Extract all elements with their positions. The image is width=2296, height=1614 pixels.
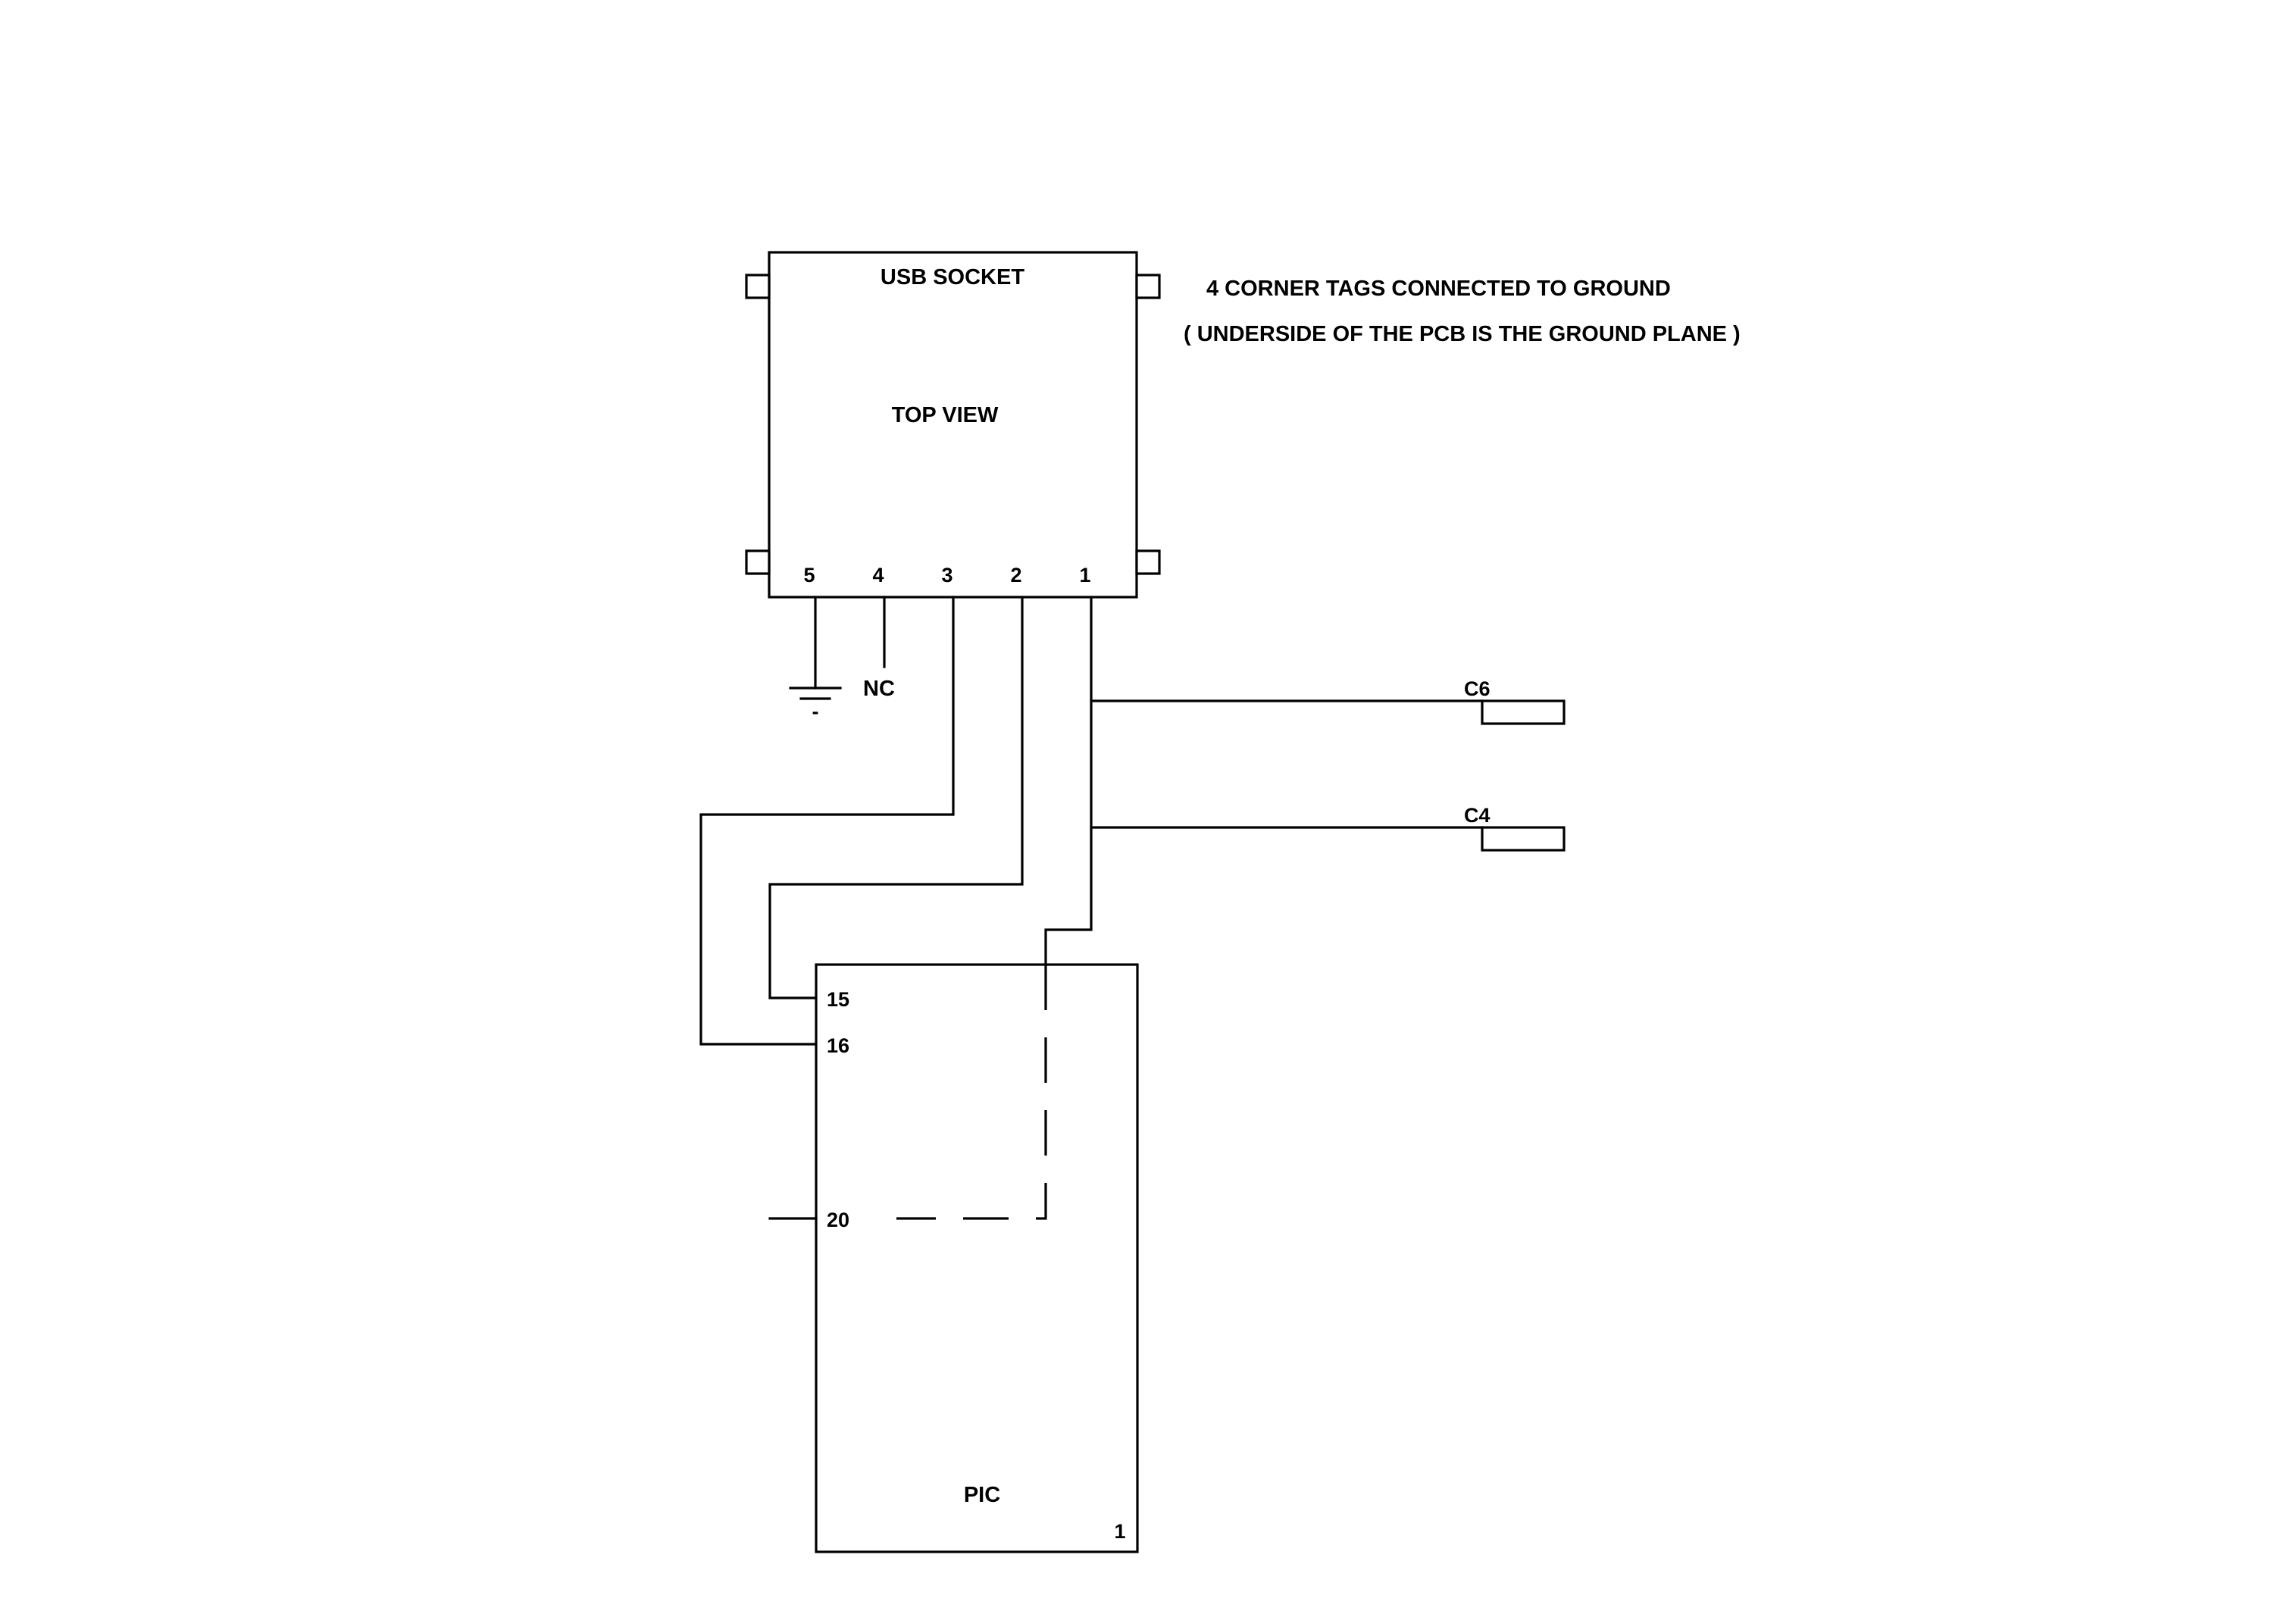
usb-pin-2-label: 2 [1010, 564, 1021, 586]
wire-usb-pin1-to-pic [1044, 596, 1093, 966]
usb-pin-4-label: 4 [872, 564, 884, 586]
nc-label: NC [863, 677, 895, 701]
usb-corner-tag-bottom-right [1135, 549, 1161, 575]
note-corner-tags: 4 CORNER TAGS CONNECTED TO GROUND [1206, 277, 1671, 301]
capacitor-c6 [1481, 699, 1566, 725]
usb-pin-3-label: 3 [941, 564, 952, 586]
usb-socket-title: USB SOCKET [881, 265, 1024, 289]
pic-pin-1-label: 1 [1114, 1520, 1125, 1543]
c4-label: C4 [1464, 804, 1491, 827]
note-ground-plane: ( UNDERSIDE OF THE PCB IS THE GROUND PLA… [1184, 322, 1741, 346]
pic-pin-15-label: 15 [827, 988, 849, 1011]
ground-symbol [789, 687, 842, 700]
usb-corner-tag-top-left [745, 274, 771, 299]
usb-pin-1-label: 1 [1079, 564, 1090, 586]
pic-internal-dashed-link [896, 965, 1047, 1220]
pic-pin-16-label: 16 [827, 1034, 849, 1057]
ground-mark: - [812, 700, 819, 723]
pic-title: PIC [964, 1483, 1000, 1507]
usb-socket-body [768, 251, 1138, 599]
usb-pin-5-label: 5 [803, 564, 815, 586]
wire-usb-pin2-to-pic15 [768, 596, 1024, 999]
capacitor-c4 [1481, 826, 1566, 852]
wire-usb-pin3-to-pic16 [699, 596, 955, 1046]
usb-top-view-label: TOP VIEW [892, 403, 999, 427]
c6-label: C6 [1464, 677, 1491, 700]
pic-body [815, 963, 1139, 1553]
usb-corner-tag-top-right [1135, 274, 1161, 299]
usb-corner-tag-bottom-left [745, 549, 771, 575]
pic-pin-20-label: 20 [827, 1209, 849, 1231]
